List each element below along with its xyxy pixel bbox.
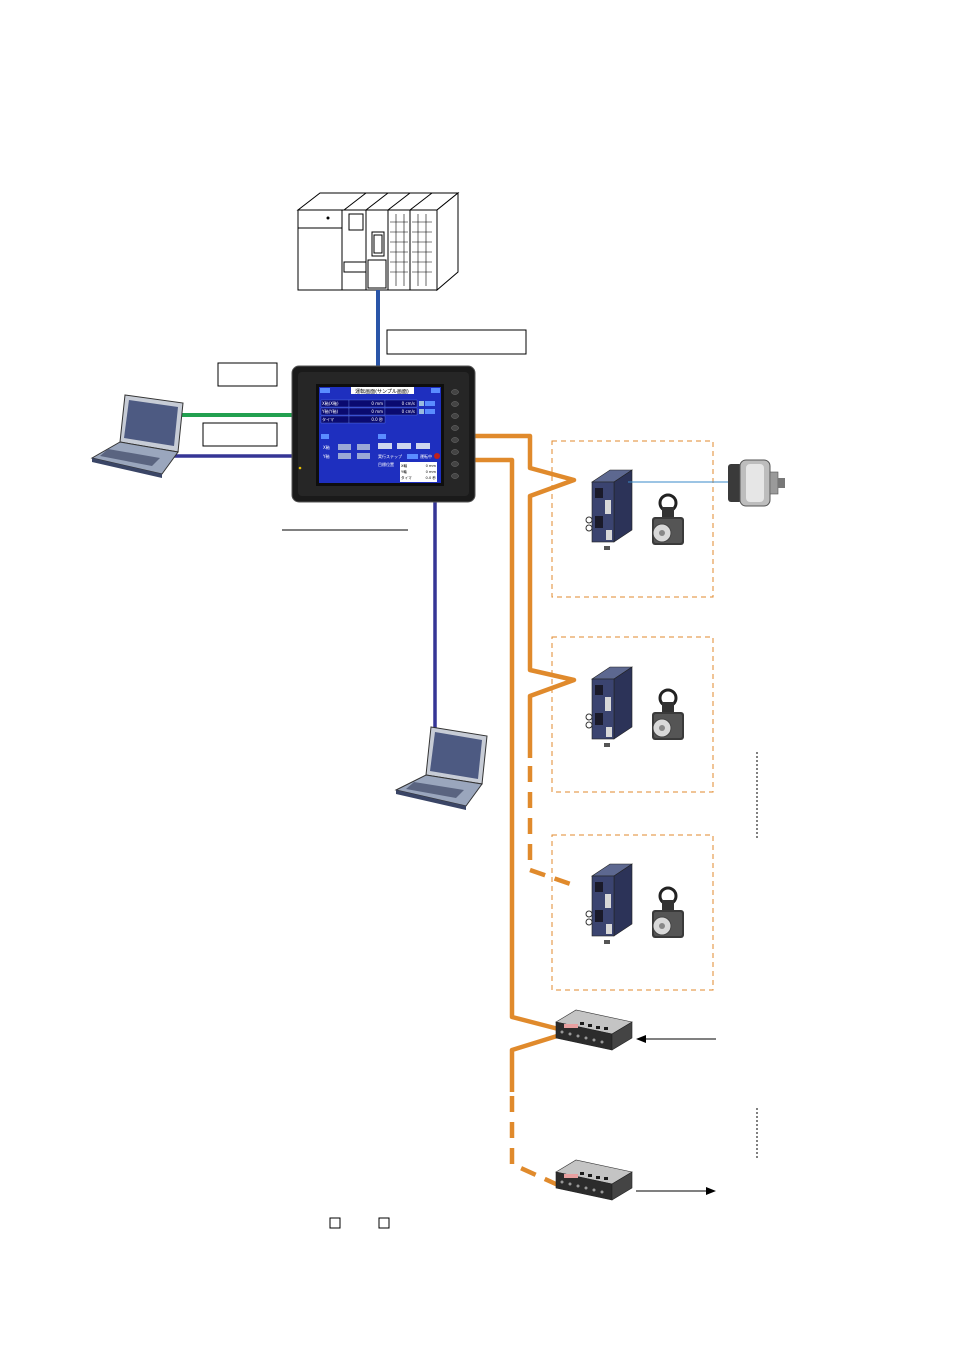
- hmi-row-2-speed: 0 cm/s: [402, 409, 415, 414]
- hmi-target-x-label: X軸: [401, 463, 407, 468]
- hmi-screen-title: 運転画面(サンプル画面): [355, 389, 409, 395]
- hmi-panel-icon: 運転画面(サンプル画面) X軸(X軸) 0 mm 0 cm/s Y軸(Y軸) 0…: [291, 365, 476, 503]
- servo-group-3: [551, 834, 714, 991]
- hmi-row-2-pos: 0 mm: [371, 409, 383, 414]
- label-box-ethernet: [386, 329, 527, 355]
- io-terminal-icon: [555, 1009, 633, 1051]
- hmi-axis-y: Y軸: [322, 453, 329, 459]
- hmi-target-x-value: 0 mm: [426, 464, 437, 468]
- servo-amplifier-icon: [585, 666, 633, 748]
- label-box-usb: [217, 362, 278, 387]
- servo-amplifier-icon: [585, 863, 633, 945]
- hmi-row-2-label: Y軸(Y軸): [321, 408, 338, 414]
- hmi-axis-x: X軸: [323, 444, 330, 450]
- laptop-icon: [90, 394, 184, 478]
- hmi-step-label: 実行ステップ: [378, 453, 402, 459]
- servo-group-2: [551, 636, 714, 793]
- io-terminal-icon: [555, 1159, 633, 1201]
- field-bus-line-dashed: [509, 766, 577, 1188]
- hmi-target-y-value: 0 mm: [426, 470, 437, 474]
- servo-motor-icon: [650, 886, 686, 940]
- servo-amplifier-icon: [585, 469, 633, 551]
- hmi-row-3-pos: 0.0 秒: [371, 416, 383, 422]
- plc-icon: [296, 191, 460, 292]
- hmi-target-t-label: タイマ: [401, 475, 412, 480]
- field-bus-line: [475, 433, 577, 1092]
- servo-motor-icon: [650, 493, 686, 547]
- hmi-row-1-pos: 0 mm: [371, 401, 383, 406]
- encoder-icon: [728, 459, 785, 507]
- label-box-serial: [202, 422, 278, 447]
- servo-motor-icon: [650, 688, 686, 742]
- hmi-target-label: 目標位置: [378, 461, 394, 467]
- hmi-target-y-label: Y軸: [401, 469, 407, 474]
- laptop-icon: [394, 726, 488, 810]
- hmi-row-1-label: X軸(X軸): [322, 400, 339, 406]
- servo-group-1: [551, 440, 714, 598]
- hmi-status: 運転中: [420, 453, 432, 459]
- footnote-box: [329, 1217, 341, 1229]
- footnote-box: [378, 1217, 390, 1229]
- hmi-target-t-value: 0.0 秒: [426, 475, 437, 480]
- hmi-row-3-label: タイマ: [322, 416, 334, 422]
- hmi-row-1-speed: 0 cm/s: [402, 401, 415, 406]
